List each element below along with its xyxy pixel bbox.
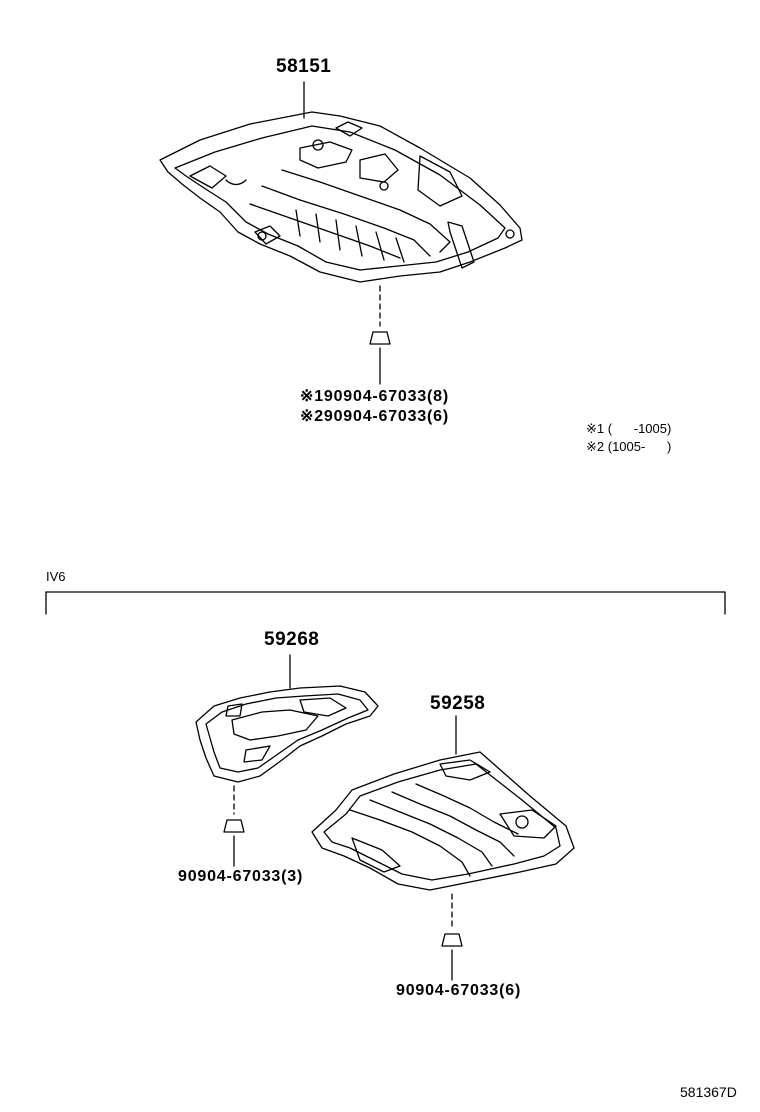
fastener-number: 90904-67033(6) bbox=[323, 408, 449, 425]
diagram-reference-code: 581367D bbox=[680, 1084, 737, 1100]
fastener-callout-top-2[interactable]: ※290904-67033(6) bbox=[300, 406, 449, 426]
note-mark-2: ※2 bbox=[300, 408, 324, 425]
cover-59268-illustration bbox=[195, 654, 379, 867]
part-number-58151[interactable]: 58151 bbox=[276, 56, 332, 77]
group-label: IV6 bbox=[46, 569, 66, 584]
cover-59258-illustration bbox=[311, 715, 575, 981]
fastener-callout-mid-left[interactable]: 90904-67033(3) bbox=[178, 868, 304, 885]
part-number-59268[interactable]: 59268 bbox=[264, 629, 320, 650]
part-number-59258[interactable]: 59258 bbox=[430, 693, 486, 714]
fastener-number: 90904-67033(8) bbox=[323, 388, 449, 405]
footnote-2: ※2 (1005- ) bbox=[586, 439, 672, 454]
iv6-group-bracket bbox=[45, 591, 726, 615]
note-mark-1: ※1 bbox=[300, 388, 324, 405]
footnote-1: ※1 ( -1005) bbox=[586, 421, 672, 436]
fastener-callout-mid-right[interactable]: 90904-67033(6) bbox=[396, 982, 522, 999]
fastener-callout-top-1[interactable]: ※190904-67033(8) bbox=[300, 386, 449, 406]
engine-under-cover-58151-illustration bbox=[159, 81, 523, 385]
